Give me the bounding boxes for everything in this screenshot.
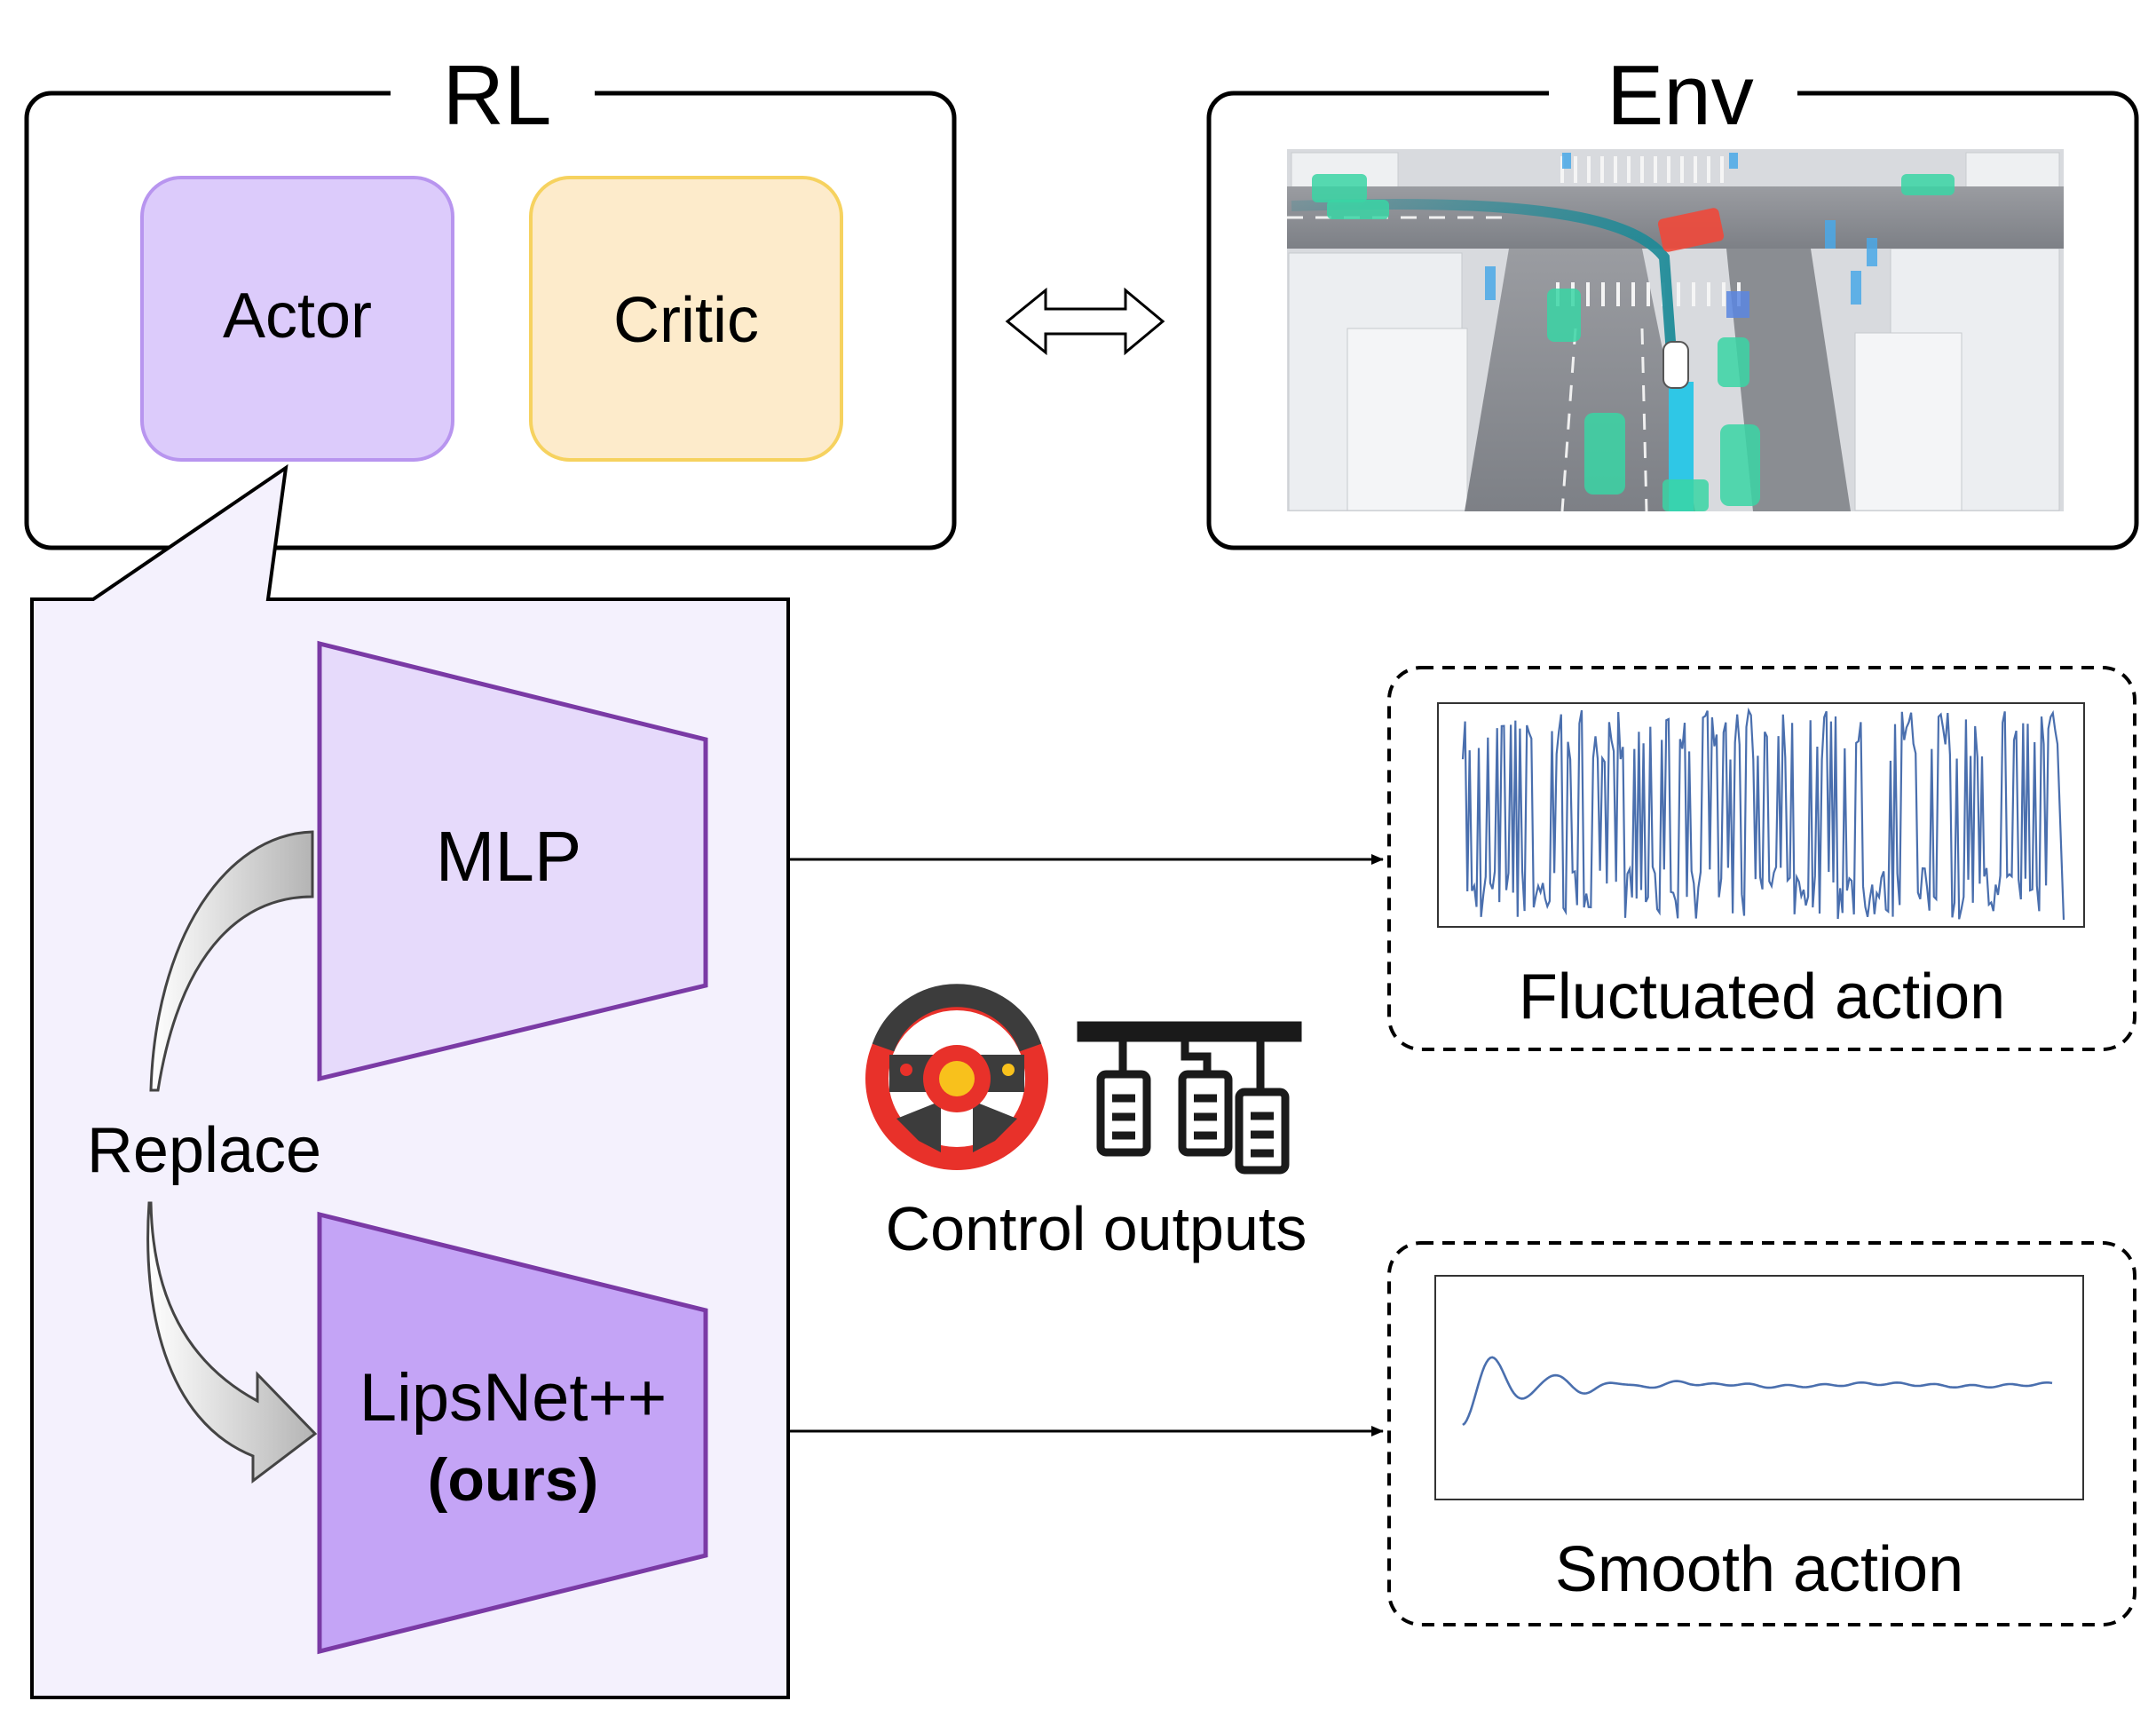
actor-label: Actor — [223, 281, 372, 352]
replace-arrow-icon — [146, 830, 318, 1484]
pedals-icon — [1077, 1021, 1302, 1175]
actor-box: Actor — [140, 176, 454, 462]
mlp-block: MLP — [317, 640, 708, 1082]
driving-scene — [1287, 149, 2064, 512]
smooth-action-panel: Smooth action — [1387, 1241, 2136, 1626]
rl-title: RL — [443, 48, 552, 143]
control-outputs-label: Control outputs — [886, 1194, 1307, 1263]
steering-wheel-icon — [865, 984, 1048, 1170]
fluctuated-signal — [1461, 707, 2065, 921]
bidirectional-arrow-icon — [1005, 287, 1165, 356]
fluctuated-action-panel: Fluctuated action — [1387, 666, 2136, 1051]
critic-box: Critic — [529, 176, 843, 462]
actor-detail-panel: MLP LipsNet++ (ours) Replace — [30, 463, 790, 1699]
rl-box: RL Actor Critic — [24, 48, 957, 550]
lipsnet-label: LipsNet++ — [359, 1360, 667, 1436]
env-box: Env — [1206, 48, 2139, 550]
fluctuated-label: Fluctuated action — [1519, 961, 2005, 1033]
env-title: Env — [1607, 48, 1753, 143]
lipsnet-block: LipsNet++ (ours) — [317, 1211, 708, 1655]
mlp-label: MLP — [436, 817, 582, 896]
ours-label: (ours) — [428, 1446, 599, 1514]
smooth-signal — [1462, 1356, 2053, 1427]
smooth-label: Smooth action — [1555, 1534, 1963, 1605]
critic-label: Critic — [613, 285, 759, 356]
replace-label: Replace — [87, 1115, 321, 1186]
